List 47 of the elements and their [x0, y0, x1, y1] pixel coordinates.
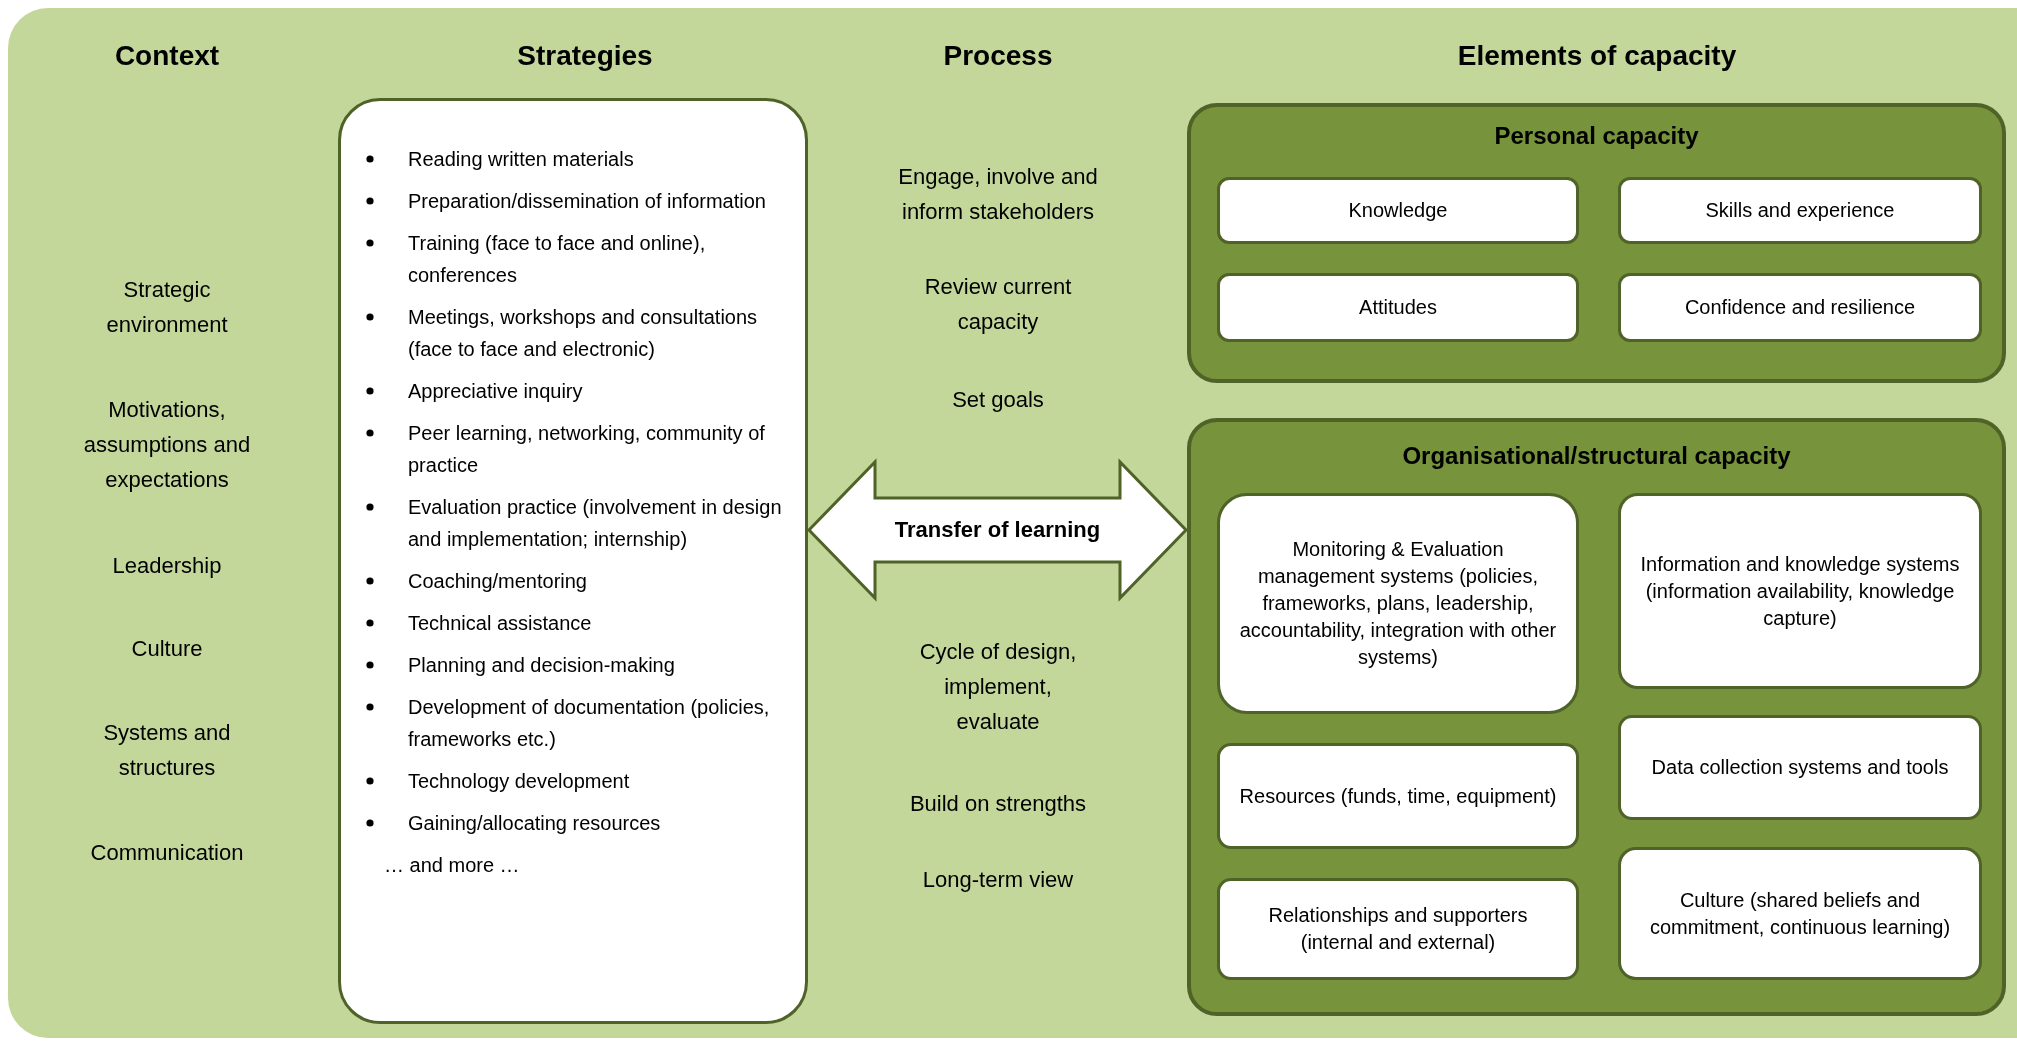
list-item: Technology development [408, 770, 630, 792]
list-item: Training (face to face and online), conferences [408, 232, 706, 286]
list-item: Reading written materials [408, 148, 634, 170]
column-heading: Process [942, 39, 1054, 73]
list-item: Meetings, workshops and consultations (face to face and electronic) [408, 306, 758, 360]
list-item: Evaluation practice (involvement in design and implementation; internship) [408, 496, 782, 550]
column-heading: Strategies [516, 39, 654, 73]
text-label: Strategic environment [105, 276, 229, 339]
text-label: Communication [89, 839, 245, 867]
text-label: Build on strengths [908, 790, 1088, 818]
capacity-box: Knowledge [1217, 177, 1579, 244]
column-heading: Elements of capacity [1456, 39, 1738, 73]
capacity-box: Resources (funds, time, equipment) [1217, 743, 1579, 849]
text-label: Engage, involve and inform stakeholders [897, 163, 1099, 226]
list-item: Development of documentation (policies, frameworks etc.) [408, 696, 770, 750]
list-item: Planning and decision-making [408, 654, 675, 676]
capacity-box: Data collection systems and tools [1618, 715, 1982, 820]
column-heading: Context [113, 39, 221, 73]
edge-label: Transfer of learning [894, 517, 1101, 543]
text-label: Motivations, assumptions and expectations [82, 396, 252, 494]
list-item: Gaining/allocating resources [408, 812, 661, 834]
text-label: Systems and structures [102, 719, 232, 782]
capacity-box: Attitudes [1217, 273, 1579, 342]
capacity-box: Information and knowledge systems (information availability, knowledge capture) [1618, 493, 1982, 689]
capacity-panel [1187, 418, 2006, 1016]
strategy-list-box [338, 98, 808, 1024]
list-item: Appreciative inquiry [408, 380, 583, 402]
list-item: Peer learning, networking, community of practice [408, 422, 765, 476]
list-item: Technical assistance [408, 612, 592, 634]
panel-title: Organisational/structural capacity [1401, 442, 1792, 470]
capacity-panel [1187, 103, 2006, 383]
capacity-box: Relationships and supporters (internal and external) [1217, 878, 1579, 980]
text-label: Long-term view [921, 866, 1075, 894]
text-label: Review current capacity [923, 273, 1073, 336]
list-item: Preparation/dissemination of information [408, 190, 766, 212]
text-label: Set goals [951, 386, 1045, 414]
text-label: Culture [130, 635, 204, 663]
capacity-box: Confidence and resilience [1618, 273, 1982, 342]
list-item: Coaching/mentoring [408, 570, 587, 592]
text-label: Leadership [111, 552, 223, 580]
panel-title: Personal capacity [1493, 122, 1700, 150]
capacity-box: Monitoring & Evaluation management systems (policies, frameworks, plans, leadership, accountability, integration with other systems) [1217, 493, 1579, 714]
double-arrow [806, 458, 1189, 602]
capacity-box: Skills and experience [1618, 177, 1982, 244]
text-label: Cycle of design, implement, evaluate [918, 638, 1078, 736]
list-item: … and more … [384, 854, 520, 876]
capacity-box: Culture (shared beliefs and commitment, continuous learning) [1618, 847, 1982, 980]
